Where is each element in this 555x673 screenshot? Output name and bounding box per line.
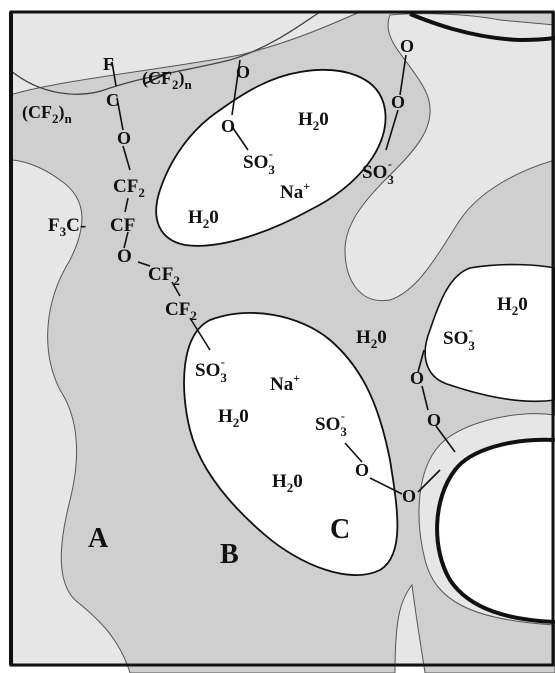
h2o-center-1: H20 xyxy=(218,406,249,430)
chain-o2: O xyxy=(117,246,132,267)
chain-o-center2: O xyxy=(402,486,416,506)
region-c-cluster-right xyxy=(424,263,555,403)
chain-o-top-mid: O xyxy=(391,92,405,112)
chain-cf2n-left: (CF2)n xyxy=(22,102,73,126)
so3-center-left: SO3- xyxy=(195,355,227,385)
h2o-right: H20 xyxy=(497,294,528,318)
so3-right-cluster: SO3- xyxy=(443,323,475,353)
chain-bonds xyxy=(111,54,456,495)
region-c-label: C xyxy=(330,514,350,545)
chain-o1: O xyxy=(117,128,131,148)
chain-o-top-chain2: O xyxy=(221,116,235,136)
h2o-channel: H20 xyxy=(356,327,387,351)
na-top-cluster: Na+ xyxy=(280,179,310,203)
region-c-cluster-top xyxy=(155,69,387,247)
h2o-center-2: H20 xyxy=(272,471,303,495)
chain-cf: CF xyxy=(110,215,135,236)
backbone-bottom-right xyxy=(435,437,555,624)
na-center-cluster: Na+ xyxy=(270,371,300,395)
so3-top-right: SO3- xyxy=(362,157,394,187)
so3-top-cluster: SO3- xyxy=(243,147,275,177)
chain-f3c: F3C- xyxy=(48,215,86,239)
chain-cf2-a: CF2 xyxy=(113,176,145,200)
chain-o-right1: O xyxy=(410,368,424,388)
chain-cf2-b: CF2 xyxy=(148,264,180,288)
h2o-top-2: H20 xyxy=(188,207,219,231)
chain-f-top: F xyxy=(103,54,114,74)
chain-cf2-c: CF2 xyxy=(165,299,197,323)
backbone-top-right xyxy=(409,12,555,43)
chain-o-top-right: O xyxy=(400,36,414,56)
so3-center: SO3- xyxy=(315,409,347,439)
chain-c-branch: C xyxy=(106,90,119,110)
region-a-label: A xyxy=(88,523,109,554)
chain-o-top-chain1: O xyxy=(236,62,250,82)
h2o-top-1: H20 xyxy=(298,109,329,133)
region-b-label: B xyxy=(220,539,239,570)
chain-o-right2: O xyxy=(427,410,441,430)
region-c-cluster-center xyxy=(183,312,399,576)
chain-o-center1: O xyxy=(355,460,369,480)
chain-cf2n-right: (CF2)n xyxy=(142,68,193,92)
